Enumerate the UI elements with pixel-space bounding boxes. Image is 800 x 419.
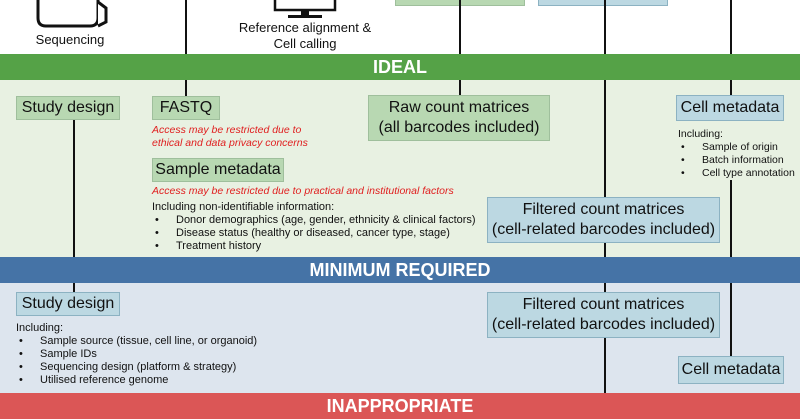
sample-metadata-item: Disease status (healthy or diseased, can… (152, 227, 492, 240)
raw-count-line2: (all barcodes included) (378, 119, 540, 136)
raw-count-matrices-box: Raw count matrices (all barcodes include… (368, 95, 550, 141)
fastq-warning-line1: Access may be restricted due to (152, 124, 302, 136)
min-study-design-details: Including: Sample source (tissue, cell l… (16, 322, 336, 387)
connector-raw-counts (459, 0, 461, 97)
min-study-design-box: Study design (16, 292, 120, 316)
cell-metadata-item: Batch information (678, 154, 800, 167)
sample-metadata-details: Including non-identifiable information: … (152, 201, 492, 253)
cell-metadata-item: Sample of origin (678, 141, 800, 154)
cell-metadata-intro: Including: (678, 128, 723, 140)
sample-metadata-item: Treatment history (152, 240, 492, 253)
ideal-filtered-count-matrices-box: Filtered count matrices (cell-related ba… (487, 197, 720, 243)
inappropriate-header: INAPPROPRIATE (0, 393, 800, 419)
cell-metadata-item: Cell type annotation (678, 167, 800, 180)
minimum-required-header: MINIMUM REQUIRED (0, 257, 800, 283)
min-study-design-item: Sample source (tissue, cell line, or org… (16, 335, 336, 348)
ideal-header: IDEAL (0, 54, 800, 80)
min-study-design-intro: Including: (16, 322, 64, 334)
sequencer-icon (30, 0, 110, 32)
filtered-count-line1: Filtered count matrices (522, 201, 685, 218)
min-study-design-item: Sequencing design (platform & strategy) (16, 361, 336, 374)
fastq-box: FASTQ (152, 96, 220, 120)
sample-metadata-box: Sample metadata (152, 158, 284, 182)
alignment-label: Reference alignment & Cell calling (215, 20, 395, 52)
min-filtered-count-matrices-box: Filtered count matrices (cell-related ba… (487, 292, 720, 338)
alignment-label-line2: Cell calling (273, 36, 337, 51)
filtered-count-line2: (cell-related barcodes included) (491, 221, 716, 238)
cell-metadata-details: Including: Sample of origin Batch inform… (678, 128, 800, 180)
sample-metadata-intro: Including non-identifiable information: (152, 201, 335, 213)
raw-count-line1: Raw count matrices (388, 99, 530, 116)
connector-fastq (185, 0, 187, 97)
sequencing-label: Sequencing (35, 32, 105, 47)
fastq-warning: Access may be restricted due to ethical … (152, 124, 352, 150)
min-filtered-count-line2: (cell-related barcodes included) (491, 316, 716, 333)
alignment-label-line1: Reference alignment & (238, 20, 372, 35)
min-filtered-count-line1: Filtered count matrices (522, 296, 685, 313)
connector-study-design (73, 118, 75, 294)
min-cell-metadata-box: Cell metadata (678, 356, 784, 384)
ideal-cell-metadata-box: Cell metadata (676, 95, 784, 121)
top-blue-box-partial (538, 0, 668, 6)
ideal-study-design-box: Study design (16, 96, 120, 120)
sample-metadata-item: Donor demographics (age, gender, ethnici… (152, 214, 492, 227)
monitor-icon (270, 0, 340, 20)
sample-metadata-warning: Access may be restricted due to practica… (152, 185, 454, 197)
connector-cell-metadata (730, 0, 732, 96)
fastq-warning-line2: ethical and data privacy concerns (152, 137, 308, 149)
min-study-design-item: Sample IDs (16, 348, 336, 361)
min-study-design-item: Utilised reference genome (16, 374, 336, 387)
